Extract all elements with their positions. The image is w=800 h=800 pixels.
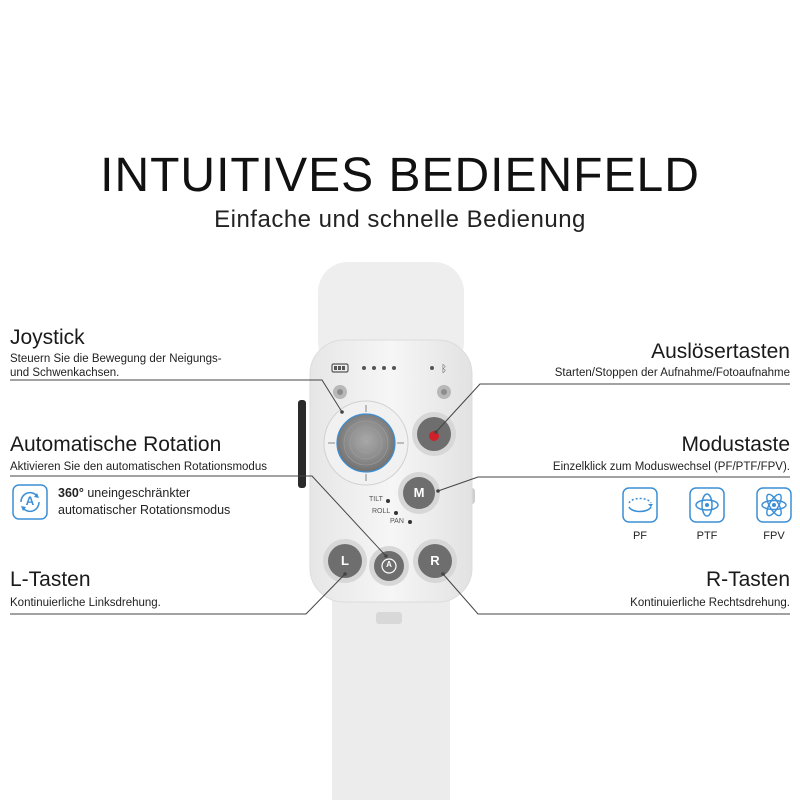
l-keys-leader: [10, 573, 346, 615]
rotation-note-bold: 360°: [58, 486, 84, 500]
r-button-label: R: [430, 553, 440, 568]
l-keys-desc: Kontinuierliche Linksdrehung.: [10, 597, 161, 609]
side-port: [298, 400, 306, 488]
battery-icon: [331, 363, 349, 373]
shutter-title: Auslösertasten: [651, 340, 790, 363]
bluetooth-icon: ᛒ: [441, 364, 447, 375]
rotation-note-line2: automatischer Rotationsmodus: [58, 503, 231, 517]
l-button-label: L: [341, 553, 349, 568]
mode-caption-fpv: FPV: [763, 530, 785, 542]
joystick-leader: [10, 379, 343, 413]
l-keys-title: L-Tasten: [10, 568, 91, 591]
rotation-note-rest: uneingeschränkter: [83, 486, 191, 500]
gimbal-handle-bottom: [332, 590, 450, 800]
axis-label-roll: ROLL: [372, 508, 391, 515]
page-subtitle: Einfache und schnelle Bedienung: [214, 206, 586, 233]
mode-leader: [437, 476, 790, 492]
axis-label-tilt: TILT: [369, 496, 383, 503]
joystick: [336, 413, 396, 473]
rotation-leader: [10, 475, 387, 557]
mode-caption-ptf: PTF: [696, 530, 718, 542]
r-keys-desc: Kontinuierliche Rechtsdrehung.: [630, 597, 790, 609]
mode-desc: Einzelklick zum Moduswechsel (PF/PTF/FPV…: [552, 461, 790, 473]
rotation-desc: Aktivieren Sie den automatischen Rotatio…: [10, 461, 267, 473]
rotation-title: Automatische Rotation: [10, 433, 222, 456]
pan-tilt-follow-icon: [689, 487, 725, 523]
r-keys-title: R-Tasten: [705, 568, 790, 591]
auto-rotation-icon-letter: A: [25, 494, 35, 508]
shutter-leader: [435, 383, 790, 433]
joystick-title: Joystick: [10, 326, 85, 349]
fpv-icon: [756, 487, 792, 523]
axis-label-pan: PAN: [390, 518, 404, 525]
rotation-note-line1: 360° uneingeschränkter: [58, 486, 190, 501]
auto-button-label: A: [386, 560, 392, 569]
joystick-desc-1: Steuern Sie die Bewegung der Neigungs-: [10, 353, 222, 365]
shutter-desc: Starten/Stoppen der Aufnahme/Fotoaufnahm…: [554, 367, 790, 379]
mode-button-label: M: [413, 485, 425, 500]
auto-rotation-icon: [12, 484, 48, 520]
mode-title: Modustaste: [681, 433, 790, 456]
joystick-desc-2: und Schwenkachsen.: [10, 367, 120, 379]
page-title: INTUITIVES BEDIENFELD: [100, 149, 700, 202]
pan-follow-icon: [622, 487, 658, 523]
r-keys-leader: [442, 573, 790, 615]
mode-caption-pf: PF: [632, 530, 648, 542]
